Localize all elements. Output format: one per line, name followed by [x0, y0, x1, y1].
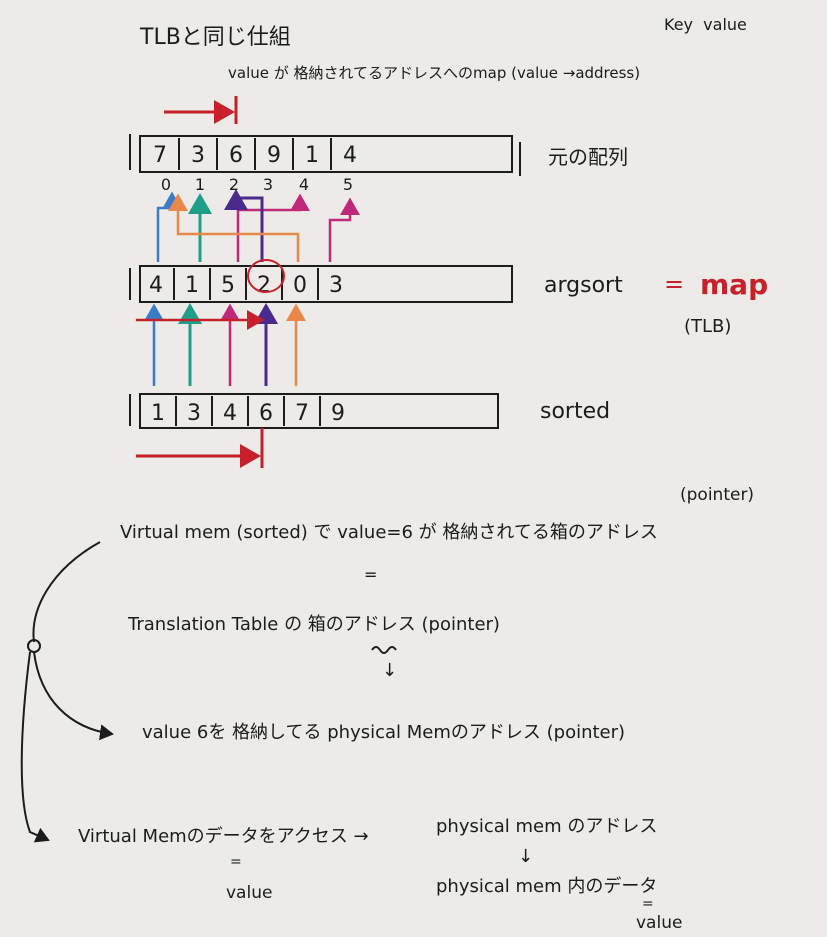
original-array-cell: 4 — [343, 143, 357, 168]
sorted-array-box — [139, 393, 499, 429]
argsort-array-cell: 4 — [149, 273, 163, 298]
value-label-right: value — [636, 913, 682, 933]
note-line-4a: Virtual Memのデータをアクセス → — [78, 826, 369, 847]
original-array-cell: 3 — [191, 143, 205, 168]
down-arrow-2: ↓ — [518, 846, 533, 867]
index-label: 3 — [263, 175, 273, 194]
note-line-4b: physical mem のアドレス — [436, 816, 657, 837]
note-line-1: Virtual mem (sorted) で value=6 が 格納されてる箱… — [120, 522, 658, 543]
original-array-cell: 7 — [153, 143, 167, 168]
mapping-arrows-lower — [136, 303, 306, 386]
subtitle: value が 格納されてるアドレスへのmap (value →address) — [228, 64, 640, 82]
bracket-connector — [20, 541, 114, 843]
key-value-header: Key value — [664, 15, 747, 34]
tlb-label: (TLB) — [684, 316, 731, 337]
equals-mark-value-right: = — [642, 896, 654, 912]
note-line-5: physical mem 内のデータ — [436, 876, 657, 897]
argsort-array-cell: 2 — [257, 273, 271, 298]
note-line-3: value 6を 格納してる physical Memのアドレス (pointe… — [142, 722, 625, 743]
note-line-2: Translation Table の 箱のアドレス (pointer) — [127, 614, 500, 635]
squiggle-down-arrow: ↓ — [382, 660, 397, 681]
sorted-array-cell: 7 — [295, 401, 309, 426]
sorted-array-cell: 6 — [259, 401, 273, 426]
pointer-note-top: (pointer) — [680, 485, 754, 505]
sorted-array-cell: 1 — [151, 401, 165, 426]
index-label: 5 — [343, 175, 353, 194]
original-array-box — [139, 135, 513, 173]
equals-mark-1: = — [364, 565, 377, 584]
sorted-array-cell: 9 — [331, 401, 345, 426]
squiggle-mark — [371, 646, 397, 654]
argsort-array-cell: 0 — [293, 273, 307, 298]
mapping-arrows-upper — [156, 189, 360, 262]
map-label: map — [700, 268, 768, 301]
original-array-cell: 1 — [305, 143, 319, 168]
value-label-left: value — [226, 883, 272, 903]
sorted-label: sorted — [540, 399, 610, 424]
argsort-equals: = — [664, 270, 684, 298]
index-label: 1 — [195, 175, 205, 194]
equals-mark-value-left: = — [230, 854, 242, 870]
index-label: 4 — [299, 175, 309, 194]
highlight-circle — [247, 259, 285, 293]
title: TLBと同じ仕組 — [139, 25, 291, 50]
original-array-cell: 9 — [267, 143, 281, 168]
index-label: 2 — [229, 175, 239, 194]
argsort-array-cell: 3 — [329, 273, 343, 298]
argsort-array-box — [139, 265, 513, 303]
argsort-array-cell: 1 — [185, 273, 199, 298]
sorted-array-cell: 3 — [187, 401, 201, 426]
original-array-label: 元の配列 — [548, 145, 628, 169]
sorted-array-cell: 4 — [223, 401, 237, 426]
argsort-array-cell: 5 — [221, 273, 235, 298]
argsort-label: argsort — [544, 273, 623, 298]
index-label: 0 — [161, 175, 171, 194]
original-array-cell: 6 — [229, 143, 243, 168]
